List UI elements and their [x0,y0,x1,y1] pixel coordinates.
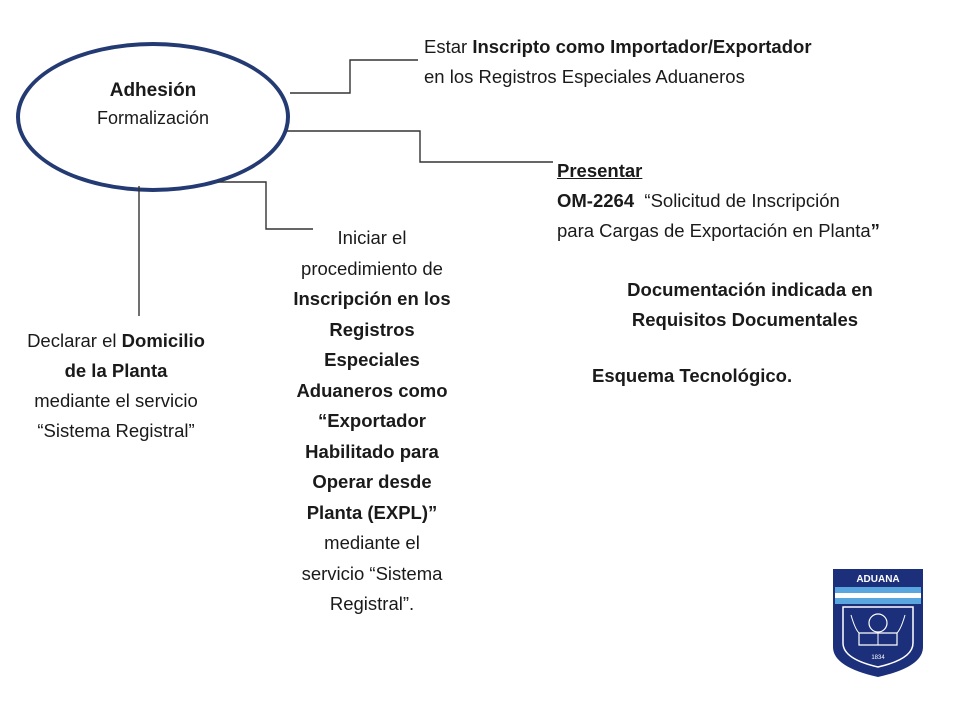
docs-line2: Requisitos Documentales [631,309,859,330]
domicile-line3: mediante el servicio [34,390,198,411]
procedure-line: Inscripción en los [293,288,451,309]
form-title-2: para Cargas de Exportación en Planta [557,220,871,241]
central-node-subtitle: Formalización [96,108,210,128]
procedure-line: Especiales [324,349,420,370]
central-node-title: Adhesión [109,80,197,101]
importer-line2: en los Registros Especiales Aduaneros [424,66,745,87]
branch-importer: Estar Inscripto como Importador/Exportad… [424,32,944,92]
procedure-line: Aduaneros como [296,379,448,401]
importer-prefix: Estar [424,36,473,57]
procedure-line: Registral”. [329,593,415,614]
connector-procedure [218,181,313,230]
domicile-bold-1: Domicilio [121,330,205,351]
aduana-crest-icon: ADUANA 1834 [833,569,923,677]
procedure-line: Registros [329,318,415,340]
procedure-line: Iniciar el [337,227,407,248]
docs-line1: Documentación indicada en [627,279,873,300]
procedure-line: mediante el [324,532,420,553]
form-code: OM-2264 [557,190,635,211]
domicile-line4: “Sistema Registral” [37,420,195,441]
branch-domicile: Declarar el Domicilio de la Planta media… [2,326,230,446]
procedure-line: Planta (EXPL)” [306,501,438,523]
procedure-line: servicio “Sistema [301,562,443,584]
present-heading: Presentar [557,160,643,181]
connector-importer [290,59,418,94]
domicile-bold-2: de la Planta [64,360,168,381]
procedure-line: Operar desde [312,471,432,492]
connector-present [287,130,553,163]
branch-tech: Esquema Tecnológico. [592,365,793,386]
procedure-line: Habilitado para [305,440,439,462]
branch-present: Presentar OM-2264 “Solicitud de Inscripc… [557,156,947,246]
form-title-1: “Solicitud de Inscripción [644,190,840,211]
importer-bold: Inscripto como Importador/Exportador [472,36,812,57]
procedure-line: procedimiento de [301,257,443,279]
form-title-close: ” [870,220,880,241]
central-node: Adhesión Formalización [16,42,290,192]
procedure-line: “Exportador [318,410,426,431]
branch-docs: Documentación indicada en Requisitos Doc… [555,275,945,335]
domicile-prefix: Declarar el [27,330,122,351]
logo-year: 1834 [871,655,885,661]
logo-label: ADUANA [856,574,899,585]
branch-procedure: Iniciar el procedimiento de Inscripción en… [262,223,482,620]
